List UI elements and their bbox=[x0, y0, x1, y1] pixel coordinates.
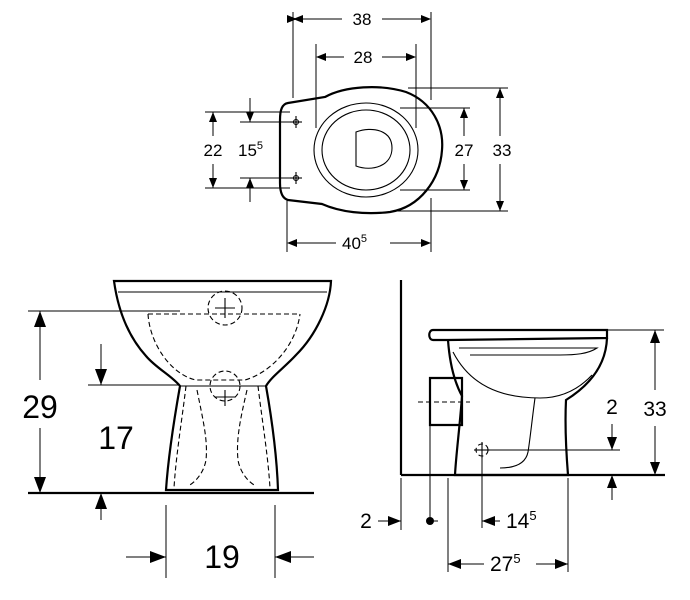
dim-total-length: 405 bbox=[342, 233, 367, 253]
dim-bowl-height: 29 bbox=[22, 389, 58, 425]
dim-wall-offset: 2 bbox=[360, 510, 372, 533]
side-view: 33 2 2 145 275 bbox=[360, 280, 667, 576]
dim-top-width-outer: 38 bbox=[353, 10, 372, 29]
dim-foot-depth: 275 bbox=[490, 551, 521, 576]
dim-side-height: 33 bbox=[643, 398, 666, 421]
dim-seat-length-outer: 33 bbox=[493, 141, 512, 160]
seat-ring-inner bbox=[321, 109, 411, 191]
top-view: 38 28 22 155 27 bbox=[204, 10, 512, 253]
dim-mount-spacing-outer: 22 bbox=[204, 141, 223, 160]
dim-outlet-center-height: 2 bbox=[606, 396, 618, 419]
dim-outlet-height: 17 bbox=[98, 420, 134, 456]
dim-foot-width: 19 bbox=[204, 539, 240, 575]
top-view-outline bbox=[278, 86, 444, 215]
front-view-outline bbox=[112, 279, 333, 492]
dim-top-width-inner: 28 bbox=[354, 48, 373, 67]
dim-outlet-offset: 145 bbox=[506, 508, 537, 533]
side-view-outline bbox=[446, 337, 609, 477]
front-view: 29 17 19 bbox=[22, 279, 333, 578]
dim-seat-length-inner: 27 bbox=[455, 141, 474, 160]
seat-ring-outer bbox=[313, 102, 419, 198]
dim-mount-spacing-inner: 155 bbox=[238, 140, 263, 160]
bowl-opening bbox=[355, 128, 393, 169]
